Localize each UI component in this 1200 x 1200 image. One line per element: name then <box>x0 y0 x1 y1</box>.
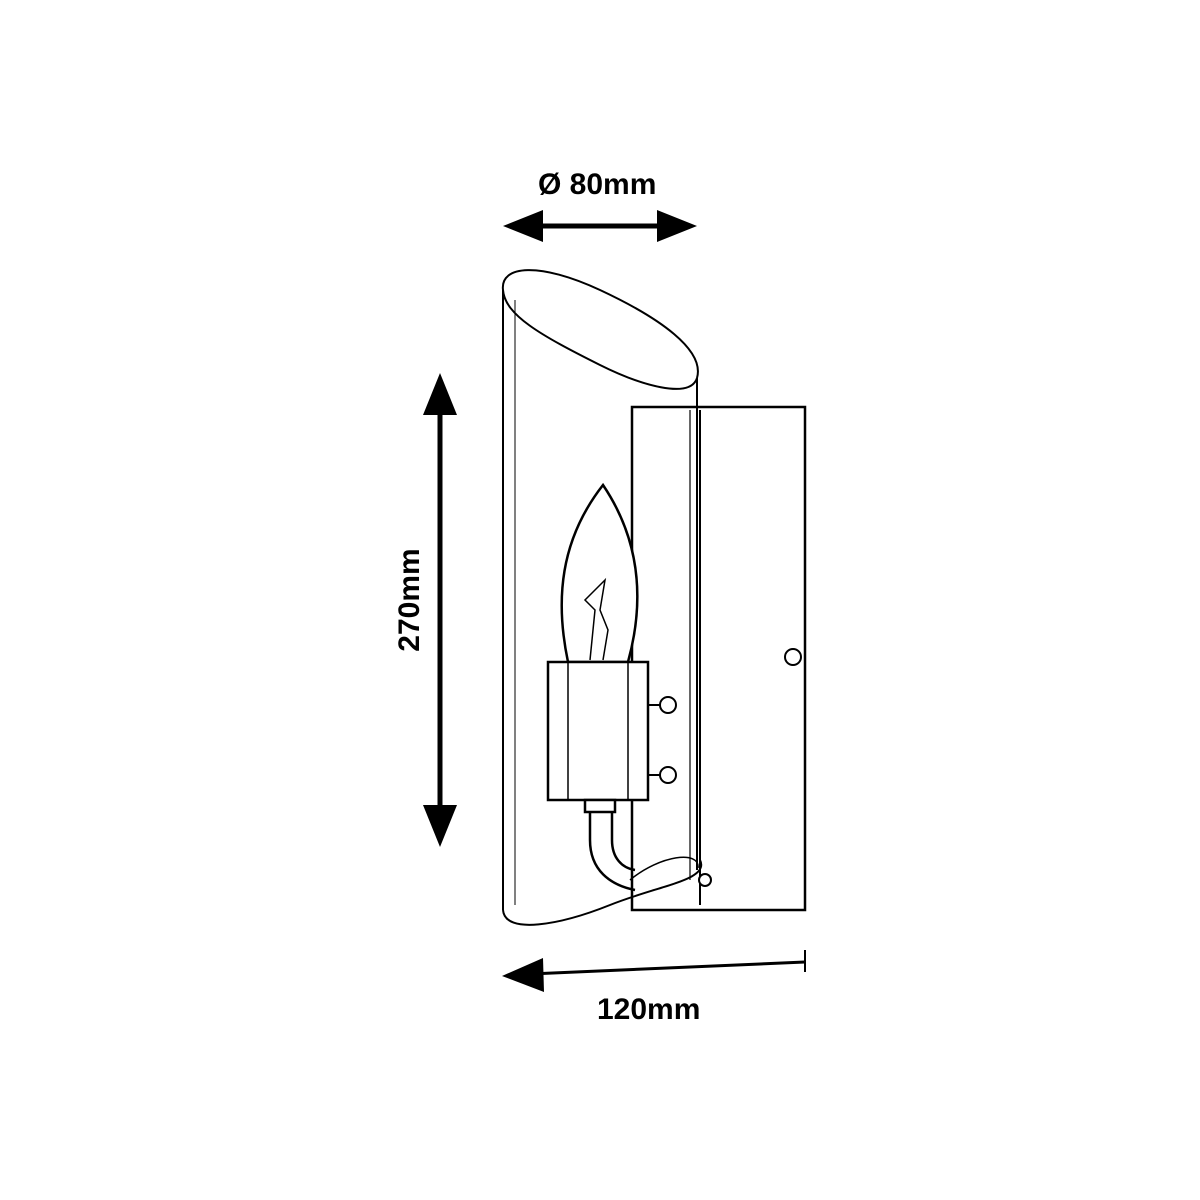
diameter-dimension-arrow <box>503 210 697 242</box>
bulb-icon <box>560 482 639 664</box>
diameter-label: Ø 80mm <box>538 168 657 201</box>
socket <box>546 660 650 814</box>
width-dimension-arrow <box>502 950 806 992</box>
screw-icon <box>648 648 802 887</box>
height-label: 270mm <box>393 548 426 652</box>
lamp-arm <box>588 812 636 892</box>
glass-shade <box>501 269 703 926</box>
height-dimension-arrow <box>423 373 457 847</box>
wall-plate <box>630 405 807 912</box>
width-label: 120mm <box>597 993 701 1026</box>
